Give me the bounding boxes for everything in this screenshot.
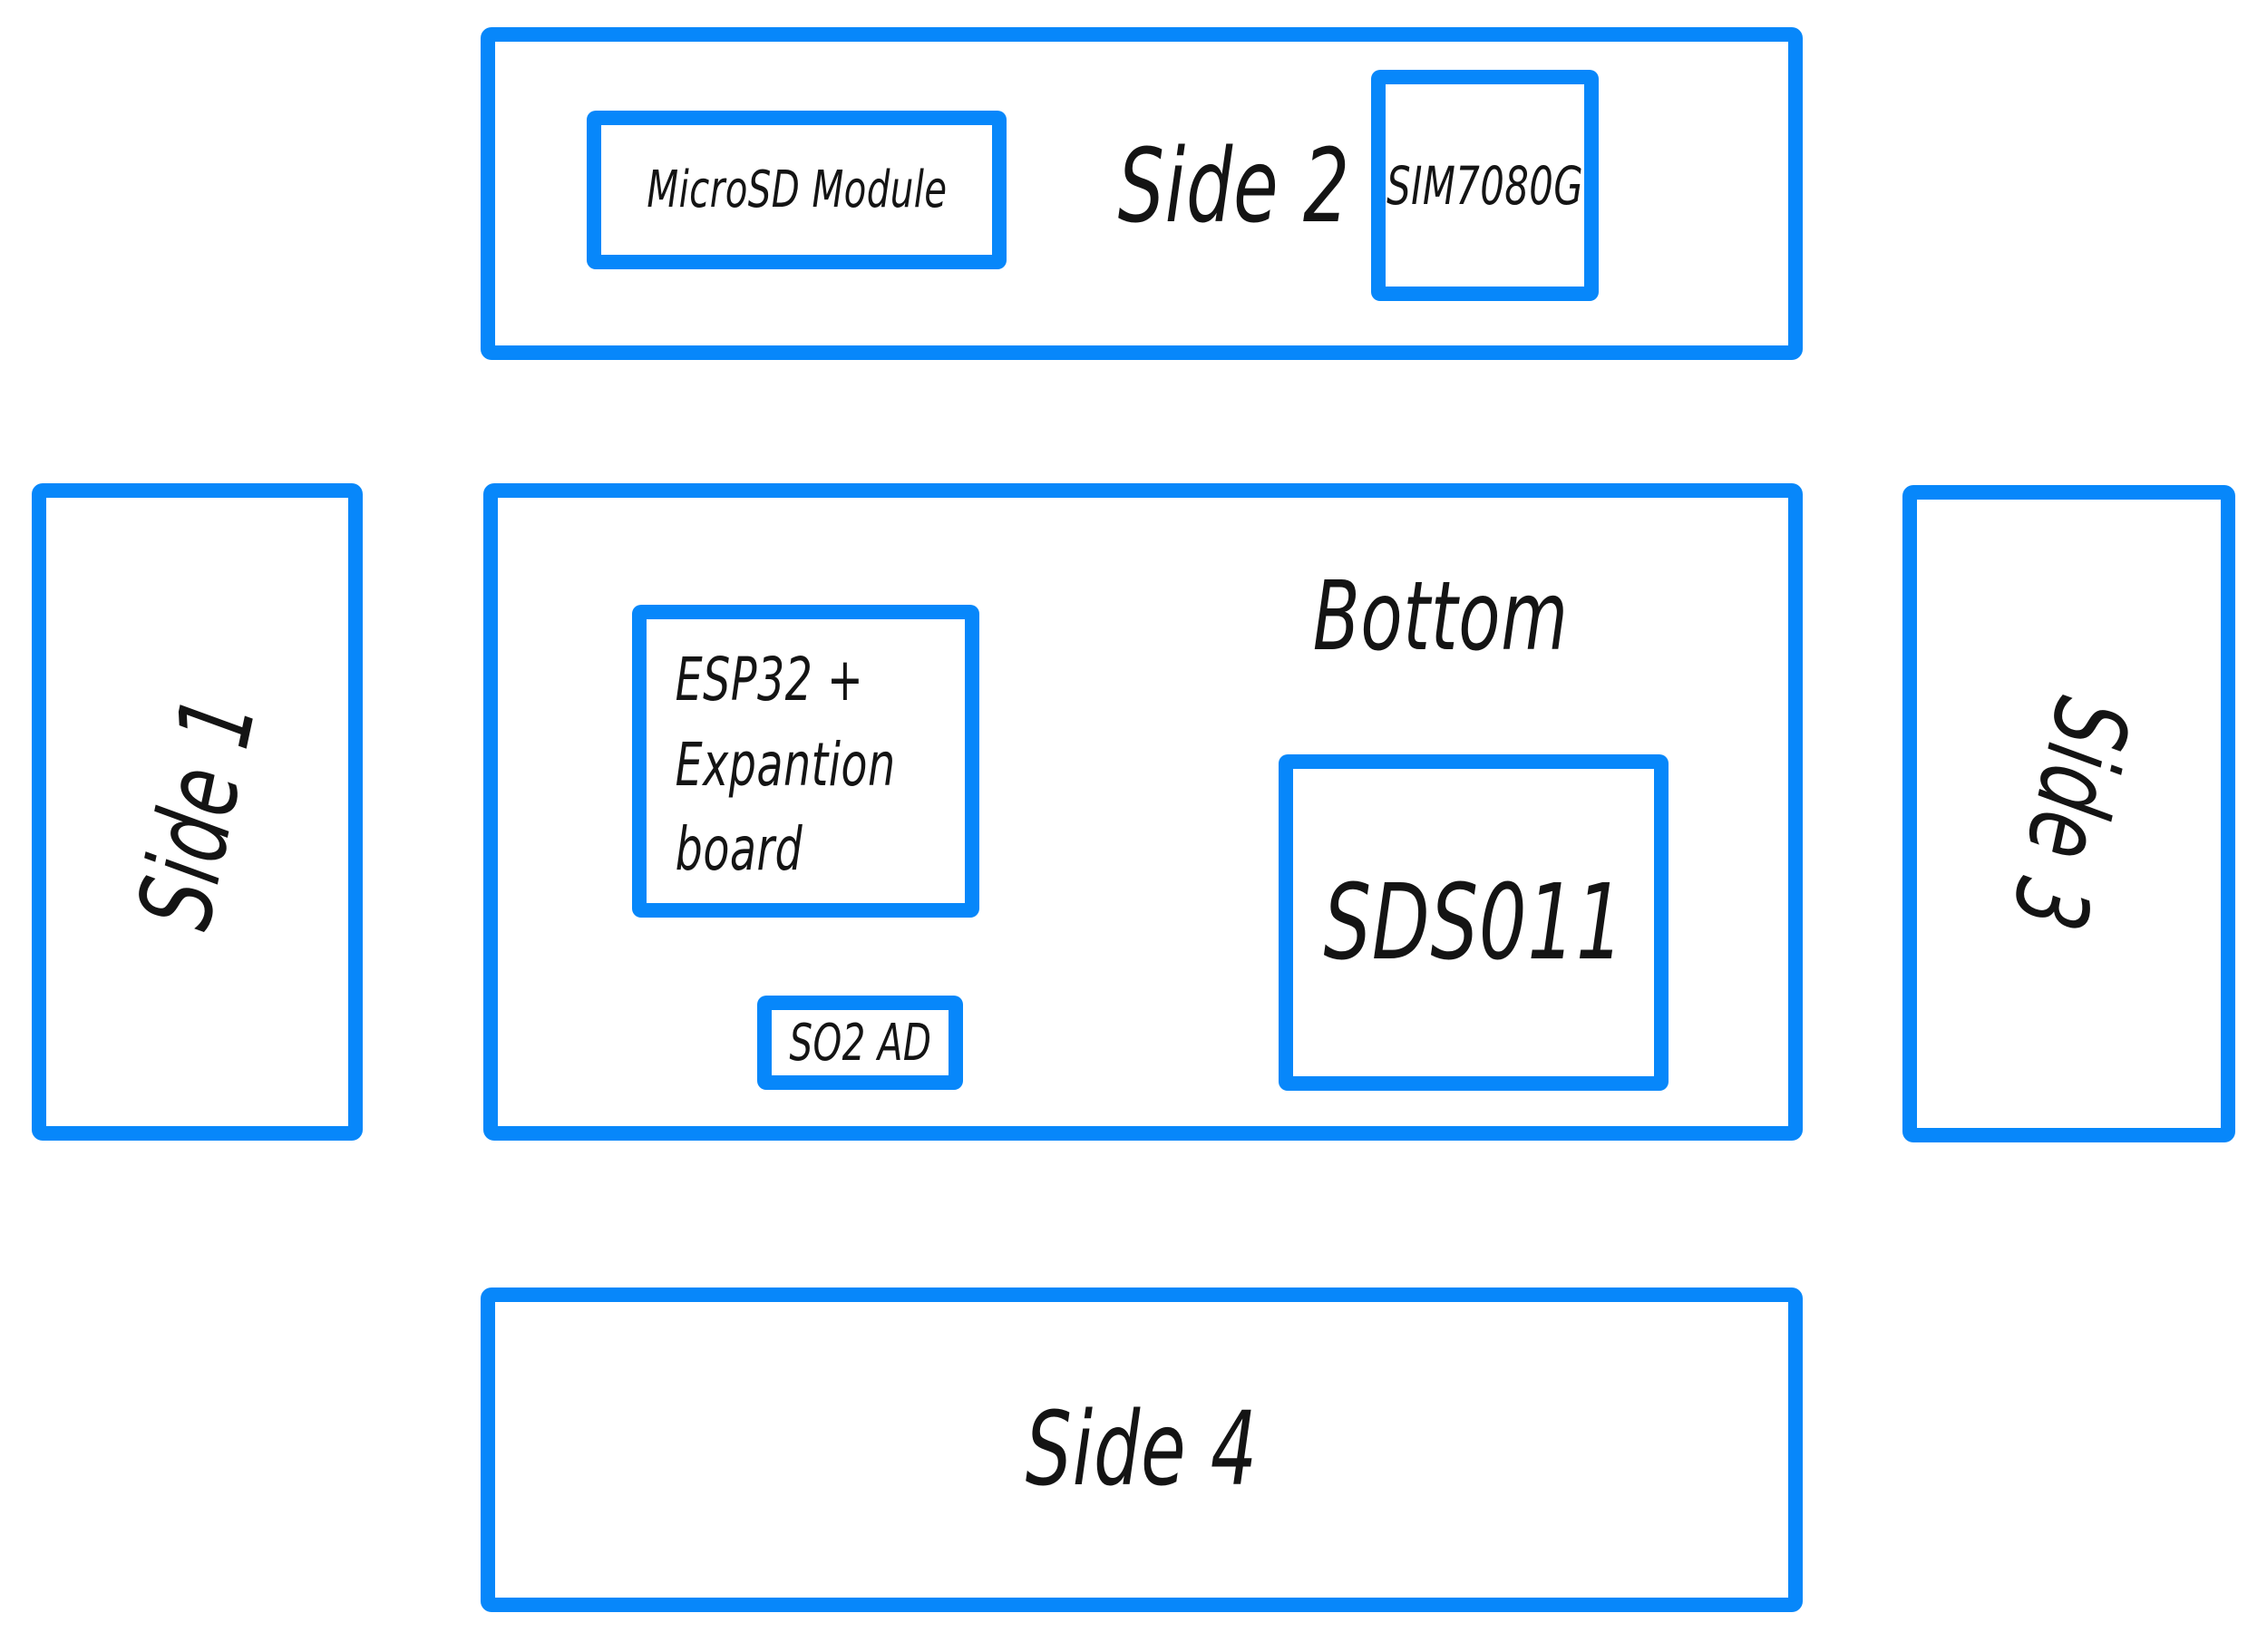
component-so2-ad: SO2 AD <box>757 996 963 1090</box>
esp32-label-line-2: Expantion <box>675 729 896 800</box>
panel-bottom: Bottom ESP32 + Expantion board SO2 AD SD… <box>483 483 1803 1141</box>
microsd-module-label: MicroSD Module <box>646 160 948 219</box>
esp32-label-line-3: board <box>675 814 803 885</box>
bottom-label: Bottom <box>1313 560 1569 672</box>
bottom-label-area: Bottom <box>1250 541 1631 691</box>
side-2-label-area: Side 2 <box>1039 105 1429 268</box>
so2-ad-label: SO2 AD <box>789 1013 931 1073</box>
side-3-label-area: Side 3 <box>1917 500 2221 1128</box>
side-2-label: Side 2 <box>1117 128 1351 246</box>
panel-side-4: Side 4 <box>481 1288 1803 1612</box>
side-4-label-area: Side 4 <box>495 1302 1788 1598</box>
side-1-label-area: Side 1 <box>46 498 348 1126</box>
component-microsd-module: MicroSD Module <box>587 111 1007 269</box>
sim7080g-label: SIM7080G <box>1386 154 1583 217</box>
side-4-label: Side 4 <box>1025 1391 1259 1509</box>
side-1-label: Side 1 <box>115 685 279 938</box>
component-sds011: SDS011 <box>1279 754 1669 1091</box>
sds011-label: SDS011 <box>1323 861 1624 984</box>
side-3-label: Side 3 <box>1987 687 2151 940</box>
panel-side-2: MicroSD Module Side 2 SIM7080G <box>481 27 1803 360</box>
panel-side-3: Side 3 <box>1902 485 2235 1142</box>
esp32-label-line-1: ESP32 + <box>675 645 864 714</box>
component-esp32-expansion-board: ESP32 + Expantion board <box>632 605 979 918</box>
panel-side-1: Side 1 <box>32 483 363 1141</box>
component-sim7080g: SIM7080G <box>1371 70 1599 301</box>
esp32-label: ESP32 + Expantion board <box>647 619 896 892</box>
